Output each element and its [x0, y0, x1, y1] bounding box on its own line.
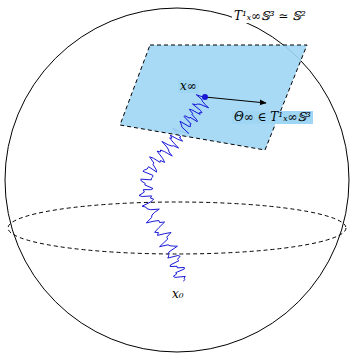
limit-point	[202, 94, 208, 100]
random-path-end	[180, 95, 209, 134]
start-label: x₀	[170, 288, 186, 301]
tangent-plane	[120, 45, 307, 150]
point-label: x∞	[178, 80, 199, 93]
sphere-outline	[5, 8, 349, 352]
direction-label: Θ∞ ∈ T¹ₓ∞𝕊³	[232, 111, 313, 124]
plane-label: T¹ₓ∞𝕊³ ≃ 𝕊²	[232, 10, 308, 23]
direction-arrow	[205, 97, 266, 103]
